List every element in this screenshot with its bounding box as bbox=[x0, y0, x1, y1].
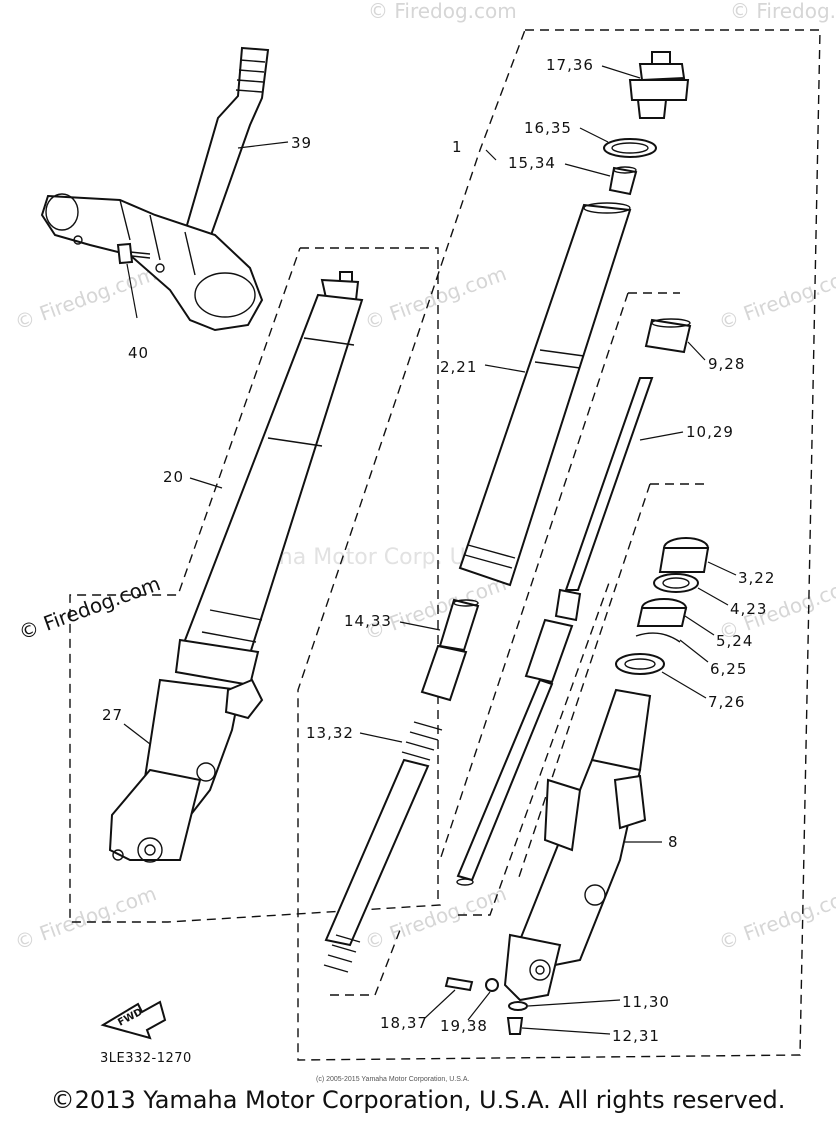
watermark: © Firedog.com bbox=[12, 261, 160, 334]
spacer-15 bbox=[608, 166, 638, 196]
callout-label: 14,33 bbox=[344, 612, 392, 630]
small-copyright: (c) 2005-2015 Yamaha Motor Corporation, … bbox=[316, 1076, 469, 1083]
bolt-12 bbox=[506, 1017, 524, 1035]
callout-label: 39 bbox=[291, 134, 312, 152]
callout-label: 20 bbox=[163, 468, 184, 486]
outline-segment bbox=[517, 483, 651, 881]
outer-tube-8 bbox=[503, 688, 652, 1002]
callout-label: 16,35 bbox=[524, 119, 572, 137]
seal-7 bbox=[615, 653, 665, 675]
o-ring-16-inner bbox=[611, 142, 649, 154]
washer-5-body bbox=[636, 607, 688, 627]
damper-rod-10 bbox=[456, 377, 654, 886]
seal-7-inner bbox=[624, 658, 656, 670]
assembly-outline-20 bbox=[69, 247, 442, 923]
callout-label: 19,38 bbox=[440, 1017, 488, 1035]
callout-label: 10,29 bbox=[686, 423, 734, 441]
cap-bolt-17 bbox=[628, 51, 690, 119]
callout-label: 6,25 bbox=[710, 660, 747, 678]
callout-label: 9,28 bbox=[708, 355, 745, 373]
outline-segment bbox=[458, 579, 611, 916]
oil-seal-4 bbox=[653, 573, 699, 593]
outline-segment bbox=[439, 292, 629, 861]
callout-label: 3,22 bbox=[738, 569, 775, 587]
taper-spindle-14 bbox=[420, 598, 480, 702]
dust-seal-3-body bbox=[658, 547, 710, 573]
site-watermark-dark: © Firedog.com bbox=[16, 571, 164, 644]
leader-lines bbox=[123, 65, 737, 1035]
washer-11 bbox=[508, 1001, 528, 1011]
watermark: © Firedog.com bbox=[716, 881, 836, 954]
bushing-9 bbox=[644, 318, 692, 354]
washer-19 bbox=[485, 978, 499, 992]
callout-label: 13,32 bbox=[306, 724, 354, 742]
callout-labels: 17,36 16,35 15,34 1 39 40 2,21 9,28 10,2… bbox=[102, 56, 775, 1045]
o-ring-16 bbox=[603, 138, 657, 158]
fork-spring-13 bbox=[323, 721, 443, 973]
watermark: © Firedog.com bbox=[730, 0, 836, 23]
assembly-outline-1 bbox=[297, 29, 821, 1061]
inner-tube-2 bbox=[458, 202, 632, 587]
callout-label: 5,24 bbox=[716, 632, 753, 650]
callout-label: 11,30 bbox=[622, 993, 670, 1011]
clip-6 bbox=[635, 632, 681, 643]
watermark: © Firedog.com bbox=[362, 261, 510, 334]
bolt-18 bbox=[444, 976, 474, 992]
callout-label: 15,34 bbox=[508, 154, 556, 172]
diagram-code: 3LE332-1270 bbox=[100, 1051, 192, 1066]
watermark: © Firedog.com bbox=[12, 881, 160, 954]
watermark: © Firedog.com bbox=[368, 0, 517, 23]
footer-copyright: ©2013 Yamaha Motor Corporation, U.S.A. A… bbox=[50, 1086, 786, 1114]
watermark: © Firedog.com bbox=[362, 881, 510, 954]
callout-label: 4,23 bbox=[730, 600, 767, 618]
oil-seal-4-inner bbox=[662, 577, 690, 589]
callout-label: 2,21 bbox=[440, 358, 477, 376]
callout-label: 27 bbox=[102, 706, 123, 724]
callout-label: 7,26 bbox=[708, 693, 745, 711]
bolt-40 bbox=[116, 242, 151, 265]
fwd-arrow-icon: FWD bbox=[100, 1000, 167, 1040]
watermark: © Firedog.com bbox=[362, 571, 510, 644]
watermark: © Firedog.com bbox=[716, 261, 836, 334]
assembly-outlines bbox=[69, 29, 821, 1061]
fork-leg-left bbox=[108, 271, 364, 863]
callout-label: 17,36 bbox=[546, 56, 594, 74]
callout-label: 8 bbox=[668, 833, 679, 851]
callout-label: 12,31 bbox=[612, 1027, 660, 1045]
callout-label: 1 bbox=[452, 138, 463, 156]
outline-segment bbox=[330, 929, 401, 996]
callout-label: 40 bbox=[128, 344, 149, 362]
callout-label: 18,37 bbox=[380, 1014, 428, 1032]
lower-bracket-steering-stem bbox=[40, 46, 270, 332]
